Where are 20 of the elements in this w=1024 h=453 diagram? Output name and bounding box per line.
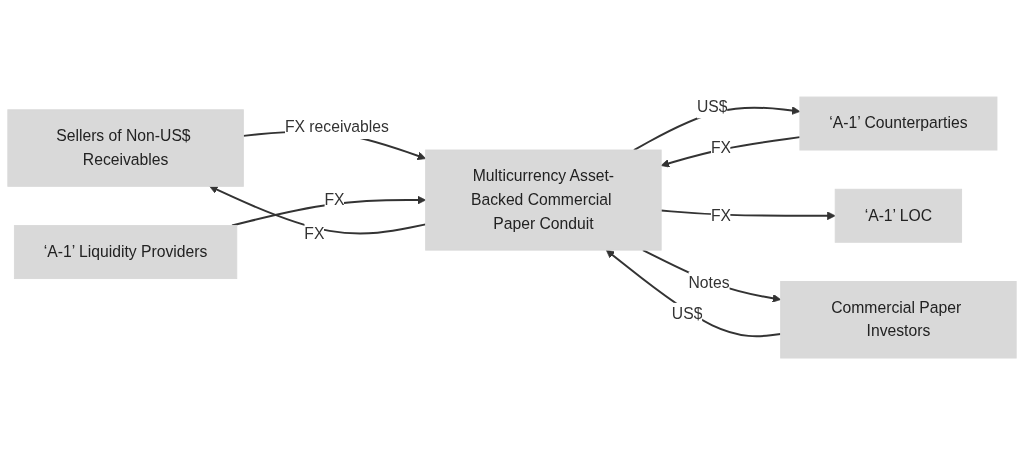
arrow (660, 136, 801, 168)
node-box: ‘A-1’ Counterparties (799, 96, 998, 151)
edge-label: FX (710, 139, 731, 156)
edge-label: Notes (688, 274, 730, 292)
arrow (231, 195, 427, 227)
edge-label: FX receivables (284, 118, 389, 136)
edge-label: US$ (696, 97, 728, 115)
edge-label: FX (324, 191, 345, 208)
edge-label: FX (710, 206, 731, 224)
node-box: Commercial Paper Investors (780, 281, 1017, 359)
arrow (209, 185, 427, 235)
arrow (660, 209, 836, 221)
edge-label: FX (304, 225, 325, 242)
node-box: ‘A-1’ LOC (834, 188, 963, 243)
node-box: Sellers of Non-US$ Receivables (7, 109, 244, 187)
arrow (605, 249, 782, 338)
arrow (641, 249, 782, 303)
node-box: Multicurrency Asset-Backed Commercial Paper Conduit (425, 149, 662, 251)
edge-label: US$ (671, 305, 703, 323)
node-box: ‘A-1’ Liquidity Providers (13, 225, 238, 280)
